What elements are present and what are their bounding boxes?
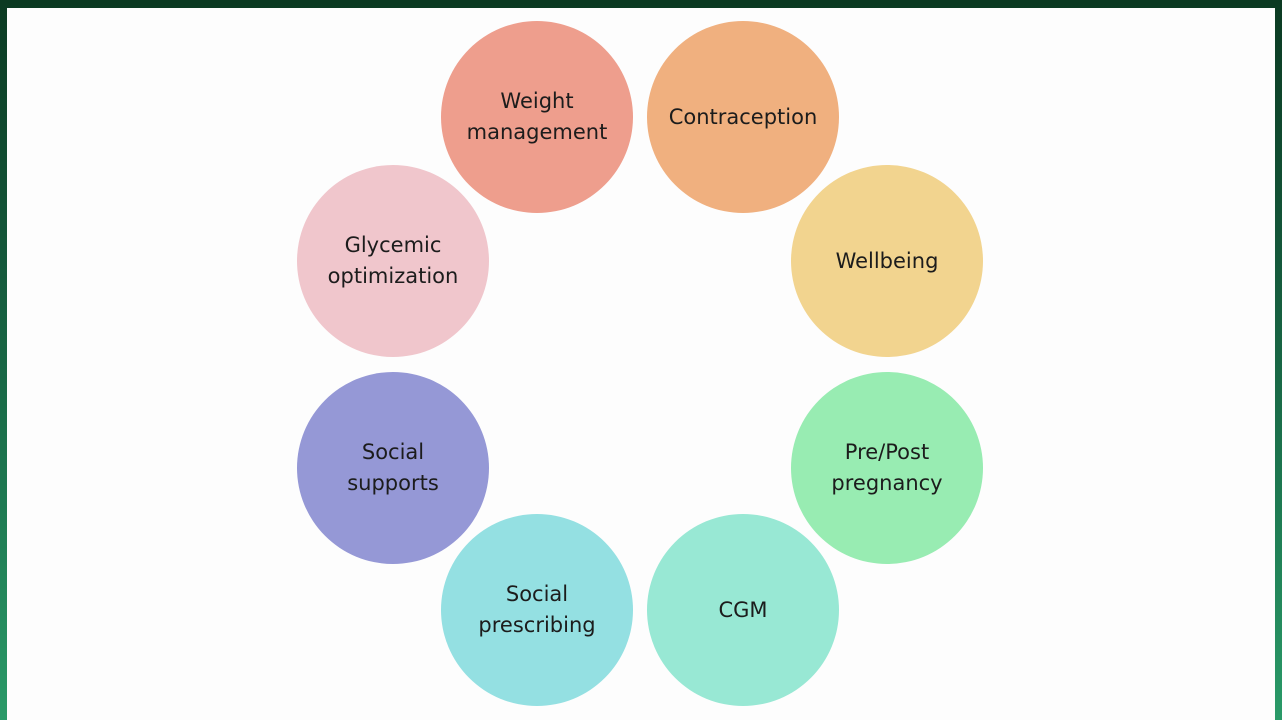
node-label: Wellbeing (835, 248, 939, 273)
node-pre-post-pregnancy: Pre/Post pregnancy (791, 372, 983, 564)
node-social-prescribing: Social prescribing (441, 514, 633, 706)
node-label: Social prescribing (478, 582, 596, 637)
node-label: Social supports (347, 440, 439, 495)
node-label: Contraception (668, 104, 818, 129)
node-label: Pre/Post pregnancy (831, 440, 943, 495)
node-label: CGM (718, 597, 768, 622)
node-glycemic-optimization: Glycemic optimization (297, 165, 489, 357)
node-wellbeing: Wellbeing (791, 165, 983, 357)
node-label: Weight management (466, 89, 608, 144)
node-social-supports: Social supports (297, 372, 489, 564)
node-label: Glycemic optimization (327, 233, 459, 288)
node-weight-management: Weight management (441, 21, 633, 213)
slide-canvas: Weight management Contraception Wellbein… (7, 8, 1275, 720)
node-contraception: Contraception (647, 21, 839, 213)
node-cgm: CGM (647, 514, 839, 706)
